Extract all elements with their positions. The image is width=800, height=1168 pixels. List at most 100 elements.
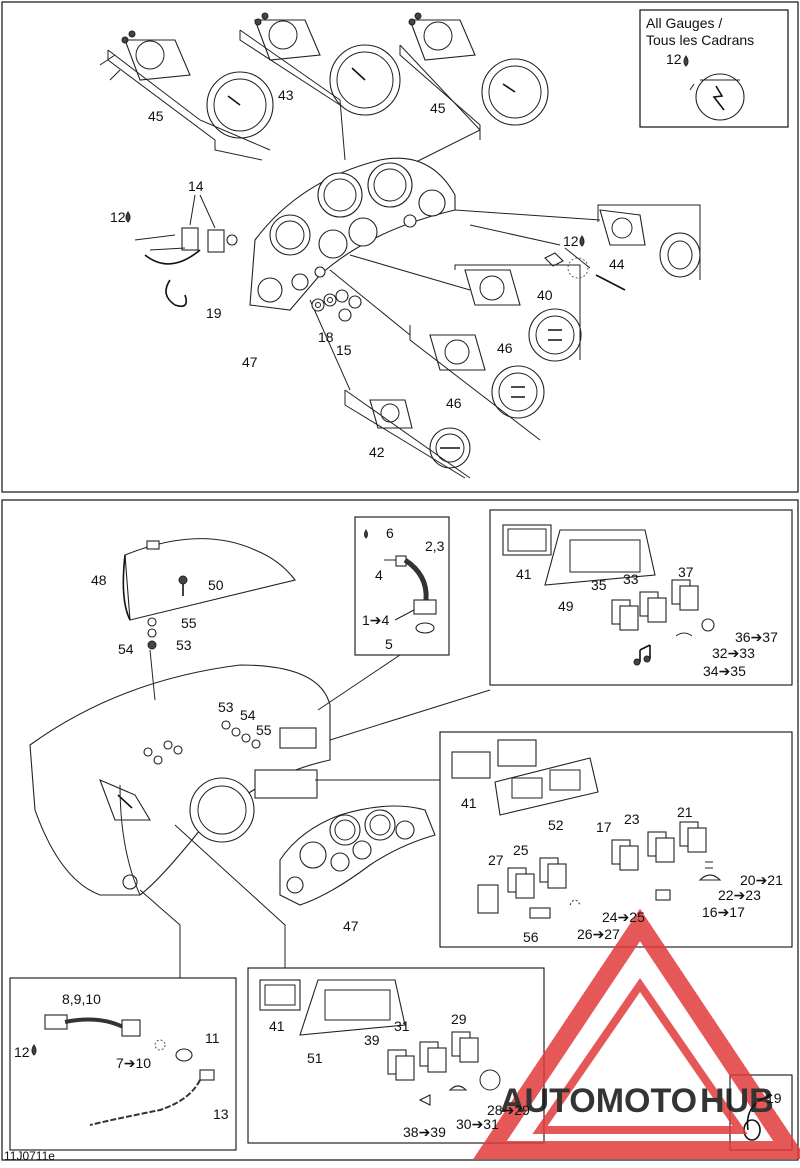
watermark-brand-a: AUTOMOTO [500,1082,697,1120]
callout-51: 51 [307,1050,323,1066]
note-callout: 12 [666,51,682,67]
callout-43: 43 [278,87,294,103]
callout-21: 21 [677,804,693,820]
callout-28-to-29: 28➔29 [487,1102,530,1118]
gauge-panel-47-lower [279,805,436,906]
inset-switch-box-upper [489,509,793,686]
callout-2-3: 2,3 [425,538,445,554]
callout-18: 18 [318,329,334,345]
top-gauge-assemblies [99,12,701,479]
rocker-switches-27-25 [477,857,567,914]
callout-54-mid: 54 [240,707,256,723]
automotohub-watermark: AUTOMOTO HUB [473,908,800,1159]
callout-1-to-4: 1➔4 [362,612,390,628]
callout-12-top-left: 12 [110,209,126,225]
note-line-2: Tous les Cadrans [646,32,754,48]
watermark-brand-b: HUB [700,1082,774,1120]
callout-8-9-10: 8,9,10 [62,991,101,1007]
callout-26-to-27: 26➔27 [577,926,620,942]
callout-37: 37 [678,564,694,580]
callout-15: 15 [336,342,352,358]
top-panel-frame [1,1,799,493]
rocker-switches-35-33-37 [611,579,699,631]
callout-23: 23 [624,811,640,827]
callout-22-to-23: 22➔23 [718,887,761,903]
bottom-console-assembly [9,509,793,1151]
switch-14 [134,194,238,308]
inset-ignition-box [9,977,237,1151]
gauge-46-lower [429,334,545,419]
callout-41-lower: 41 [269,1018,285,1034]
callout-29: 29 [451,1011,467,1027]
callout-49: 49 [558,598,574,614]
callout-12-bottom: 12 [14,1044,30,1060]
callout-53-mid: 53 [218,699,234,715]
callout-42: 42 [369,444,385,460]
callout-45-left: 45 [148,108,164,124]
callout-40: 40 [537,287,553,303]
callout-24-to-25: 24➔25 [602,909,645,925]
callout-19-top: 19 [206,305,222,321]
callout-41-middle: 41 [461,795,477,811]
callout-38-to-39: 38➔39 [403,1124,446,1140]
callout-44: 44 [609,256,625,272]
callout-34-to-35: 34➔35 [703,663,746,679]
gauge-42 [344,389,471,479]
callout-20-to-21: 20➔21 [740,872,783,888]
inset-sensor-box [354,516,450,656]
callout-13: 13 [213,1106,229,1122]
inset-switch-box-middle [439,731,793,948]
gauge-45-right [399,12,549,166]
gauge-43 [239,12,401,161]
callout-47-top: 47 [242,354,258,370]
all-gauges-note-box: All Gauges / Tous les Cadrans 12 [639,9,789,128]
gauge-panel-47 [249,157,601,391]
callout-6: 6 [386,525,394,541]
callout-56: 56 [523,929,539,945]
callout-4: 4 [375,567,383,583]
callout-47-bottom: 47 [343,918,359,934]
oil-drop-icon [579,235,585,247]
callout-14: 14 [188,178,204,194]
oil-drop-icon [683,55,689,67]
callout-30-to-31: 30➔31 [456,1116,499,1132]
sensor-44-40 [544,209,701,291]
callout-53-top: 53 [176,637,192,653]
callout-54-top: 54 [118,641,134,657]
callout-labels: 45 43 45 14 12 19 18 15 47 12 44 40 46 4… [4,87,783,1163]
callout-12-top-right: 12 [563,233,579,249]
callout-36-to-37: 36➔37 [735,629,778,645]
callout-46-upper: 46 [497,340,513,356]
callout-31: 31 [394,1018,410,1034]
gauge-45-left [99,30,274,151]
callout-25: 25 [513,842,529,858]
callout-19-bottom: 19 [766,1090,782,1106]
callout-45-right: 45 [430,100,446,116]
callout-32-to-33: 32➔33 [712,645,755,661]
callout-48: 48 [91,572,107,588]
callout-17: 17 [596,819,612,835]
figure-code: 11J0711e [4,1149,55,1163]
callout-11: 11 [205,1030,220,1046]
callout-39: 39 [364,1032,380,1048]
inset-switch-box-lower [247,967,545,1144]
callout-52: 52 [548,817,564,833]
note-line-1: All Gauges / [646,15,722,31]
callout-16-to-17: 16➔17 [702,904,745,920]
callout-50: 50 [208,577,224,593]
oil-drop-icon [31,1044,37,1056]
rocker-switches-17-23-21 [611,821,707,871]
console-hardware [143,720,261,765]
bottom-panel-frame [1,499,799,1161]
callout-46-lower: 46 [446,395,462,411]
callout-33: 33 [623,571,639,587]
rocker-switches-39-31-29 [387,1031,479,1081]
callout-55-mid: 55 [256,722,272,738]
callout-27: 27 [488,852,504,868]
nuts-washers-18-15 [311,289,362,322]
callout-5: 5 [385,636,393,652]
windshield-48 [124,538,296,621]
callout-35: 35 [591,577,607,593]
